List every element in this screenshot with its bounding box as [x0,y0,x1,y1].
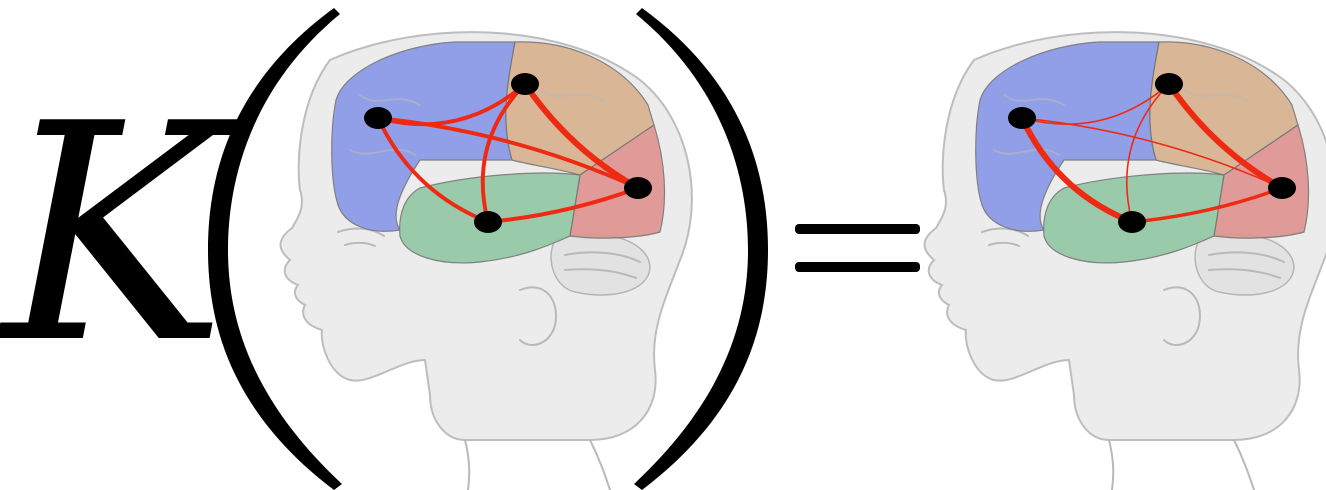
input-brain-network [281,32,692,490]
output-node-occipital [1268,177,1296,199]
output-head-illustration [925,32,1326,490]
input-node-occipital [624,177,652,199]
kernel-symbol: K [0,60,241,409]
output-node-temporal [1118,211,1146,233]
equals-sign [795,224,920,272]
output-node-frontal [1008,107,1036,129]
input-node-parietal [511,73,539,95]
input-node-temporal [474,211,502,233]
input-node-frontal [364,107,392,129]
input-head-illustration [281,32,692,490]
output-brain-network [925,32,1326,490]
output-node-parietal [1155,73,1183,95]
